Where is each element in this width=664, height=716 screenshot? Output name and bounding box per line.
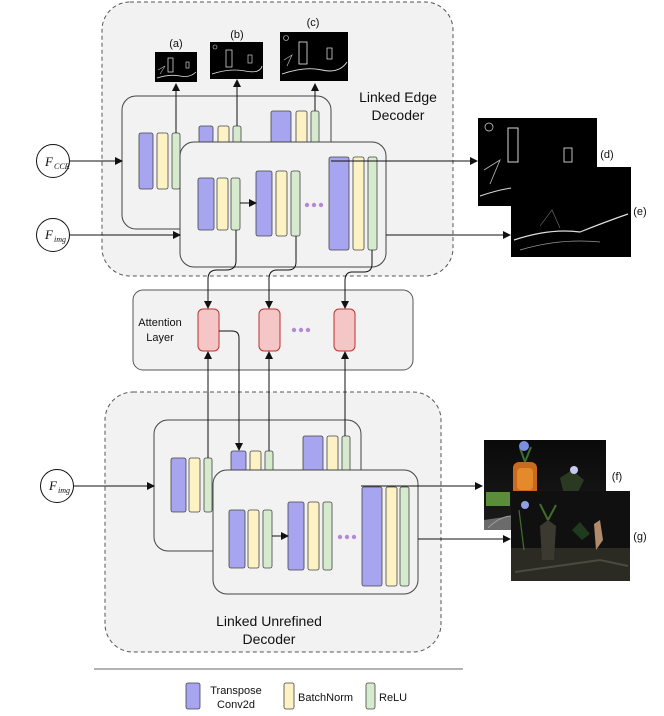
ellipsis-dot: [291, 327, 297, 333]
arrow: [265, 236, 297, 309]
relu-block: [290, 170, 301, 237]
transpose-conv-block: [170, 457, 187, 513]
arrow: [219, 330, 243, 451]
input-ccr-subscript: CCR: [54, 162, 70, 171]
rendered-output-image-g: [511, 491, 630, 581]
relu-block: [264, 450, 274, 472]
input-node-img-top: [36, 218, 70, 252]
transpose-conv-block: [328, 156, 350, 251]
relu-block: [203, 457, 213, 513]
transpose-conv-block: [255, 170, 273, 237]
batchnorm-block: [156, 132, 169, 190]
ellipsis-dot: [344, 534, 350, 540]
relu-block: [310, 110, 320, 147]
relu-block: [399, 486, 410, 587]
unrefined-decoder-title-line2: Decoder: [243, 631, 296, 647]
input-img-top-symbol: F: [44, 227, 54, 242]
batchnorm-block: [216, 177, 229, 231]
transpose-conv-block: [230, 450, 247, 472]
input-img-bottom-symbol: F: [48, 478, 58, 493]
batchnorm-block: [188, 457, 201, 513]
output-label-a: (a): [169, 38, 182, 50]
input-img-top-subscript: img: [54, 235, 66, 244]
batchnorm-block: [307, 501, 320, 571]
batchnorm-block: [249, 450, 262, 472]
transpose-conv-block: [287, 501, 305, 571]
arrow: [341, 250, 373, 309]
transpose-conv-block: [197, 177, 215, 231]
input-node-img-bottom: [40, 469, 74, 503]
ellipsis-dot: [298, 327, 304, 333]
batchnorm-block: [326, 435, 339, 472]
unrefined-decoder-title-line1: Linked Unrefined: [216, 613, 322, 629]
output-label-d: (d): [600, 149, 613, 161]
legend-label-transpose-line1: Transpose: [210, 685, 262, 697]
relu-block: [230, 177, 241, 231]
ellipsis-dot: [305, 327, 311, 333]
relu-block: [171, 132, 181, 190]
ellipsis-dot: [351, 534, 357, 540]
output-label-g: (g): [633, 531, 646, 543]
transpose-conv-block: [361, 486, 383, 587]
transpose-conv-block: [302, 435, 324, 472]
output-label-b: (b): [230, 29, 243, 41]
input-ccr-symbol: F: [44, 154, 54, 169]
ellipsis-dot: [337, 534, 343, 540]
batchnorm-block: [385, 486, 398, 587]
edge-thumbnail-b: [210, 42, 263, 79]
legend-swatch-transpose: [185, 682, 201, 710]
batchnorm-block: [295, 110, 308, 147]
attention-block: [197, 308, 220, 352]
attention-block: [258, 308, 281, 352]
output-label-e: (e): [633, 206, 646, 218]
legend-label-batchnorm: BatchNorm: [298, 692, 353, 704]
output-label-f: (f): [612, 471, 622, 483]
legend-label-relu: ReLU: [379, 692, 407, 704]
edge-decoder-title-line1: Linked Edge: [359, 89, 437, 105]
relu-block: [322, 501, 333, 571]
edge-output-image-e: [511, 167, 631, 257]
batchnorm-block: [352, 156, 365, 251]
output-label-c: (c): [307, 17, 320, 29]
edge-thumbnail-c: [280, 32, 348, 81]
transpose-conv-block: [228, 509, 246, 569]
input-node-ccr: [36, 144, 70, 178]
arrow: [204, 230, 237, 309]
legend-swatch-batchnorm: [283, 682, 295, 710]
attention-block: [333, 308, 356, 352]
ellipsis-dot: [304, 202, 310, 208]
attention-title-line1: Attention: [138, 317, 181, 329]
relu-block: [262, 509, 273, 569]
batchnorm-block: [247, 509, 260, 569]
edge-thumbnail-a: [155, 52, 197, 82]
ellipsis-dot: [311, 202, 317, 208]
input-img-bottom-subscript: img: [58, 486, 70, 495]
relu-block: [367, 156, 378, 251]
attention-title-line2: Layer: [146, 332, 174, 344]
legend-swatch-relu: [365, 682, 376, 710]
legend-label-transpose-line2: Conv2d: [217, 699, 255, 711]
batchnorm-block: [275, 170, 288, 237]
edge-decoder-title-line2: Decoder: [372, 107, 425, 123]
transpose-conv-block: [138, 132, 154, 190]
ellipsis-dot: [318, 202, 324, 208]
relu-block: [341, 435, 351, 472]
transpose-conv-block: [270, 110, 292, 147]
